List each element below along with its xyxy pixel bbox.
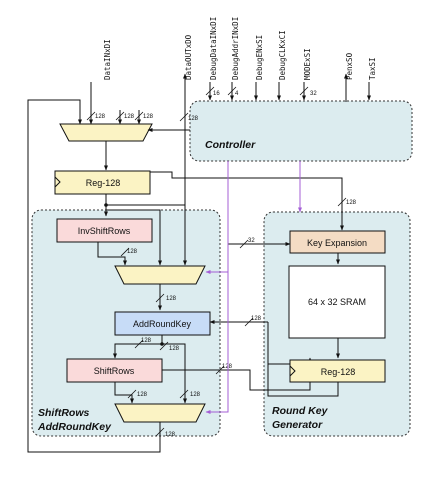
inv-shift-rows-label: InvShiftRows (78, 226, 131, 236)
width-debug-data: 16 (213, 91, 220, 97)
signal-debug-addr-in: DebugAddrINxDI (231, 17, 240, 80)
output-mux (114, 403, 206, 423)
datapath-section-line1: ShiftRows (38, 407, 89, 419)
width-debug-addr: 4 (235, 91, 239, 97)
width-sr-out: 128 (137, 392, 148, 398)
signal-debug-en: DebugENxSI (255, 35, 264, 80)
top-signals: DataINxDI DataOUTxDO DebugDataINxDI Debu… (89, 17, 377, 125)
width-mux-in3: 128 (143, 114, 154, 120)
width-data-in: 128 (95, 114, 106, 120)
width-to-key-exp: 128 (346, 200, 357, 206)
signal-debug-data-in: DebugDataINxDI (209, 17, 218, 80)
datapath-reg-128 (54, 170, 151, 195)
width-ark-out1: 128 (141, 338, 152, 344)
input-mux (59, 123, 153, 142)
signal-debug-clk: DebugCLKxCI (278, 30, 287, 80)
signal-data-out: DataOUTxDO (184, 34, 193, 80)
width-sr-to-keygen: 128 (222, 364, 233, 370)
datapath-reg-label: Reg-128 (86, 178, 121, 188)
inv-shift-rows-block (56, 218, 153, 243)
width-ctrl-mux: 128 (188, 116, 199, 122)
controller-panel (189, 100, 413, 162)
width-mux3-in: 128 (190, 392, 201, 398)
middle-mux (114, 265, 206, 285)
signal-mode: MODExSI (303, 48, 312, 80)
width-mux2-out: 128 (166, 296, 177, 302)
signal-tax: TaxSI (368, 57, 377, 80)
width-32-keyexp: 32 (248, 238, 255, 244)
width-loop: 128 (165, 432, 176, 438)
width-mux-in2: 128 (124, 114, 135, 120)
width-inv-out: 128 (127, 249, 138, 255)
keygen-section-line1: Round Key (272, 405, 329, 417)
sram-label: 64 x 32 SRAM (308, 297, 366, 307)
shift-rows-label: ShiftRows (94, 366, 135, 376)
controller-label: Controller (205, 139, 256, 151)
datapath-section-line2: AddRoundKey (37, 421, 112, 433)
width-ark-out2: 128 (169, 346, 180, 352)
signal-data-in: DataINxDI (103, 39, 112, 80)
keygen-reg-label: Reg-128 (321, 367, 356, 377)
width-mode: 32 (310, 91, 317, 97)
keygen-section-line2: Generator (272, 419, 323, 431)
add-round-key-label: AddRoundKey (133, 319, 192, 329)
key-expansion-label: Key Expansion (307, 238, 367, 248)
sram-block (288, 265, 386, 339)
width-roundkey: 128 (251, 316, 262, 322)
signal-pen: PenxSO (345, 52, 354, 80)
